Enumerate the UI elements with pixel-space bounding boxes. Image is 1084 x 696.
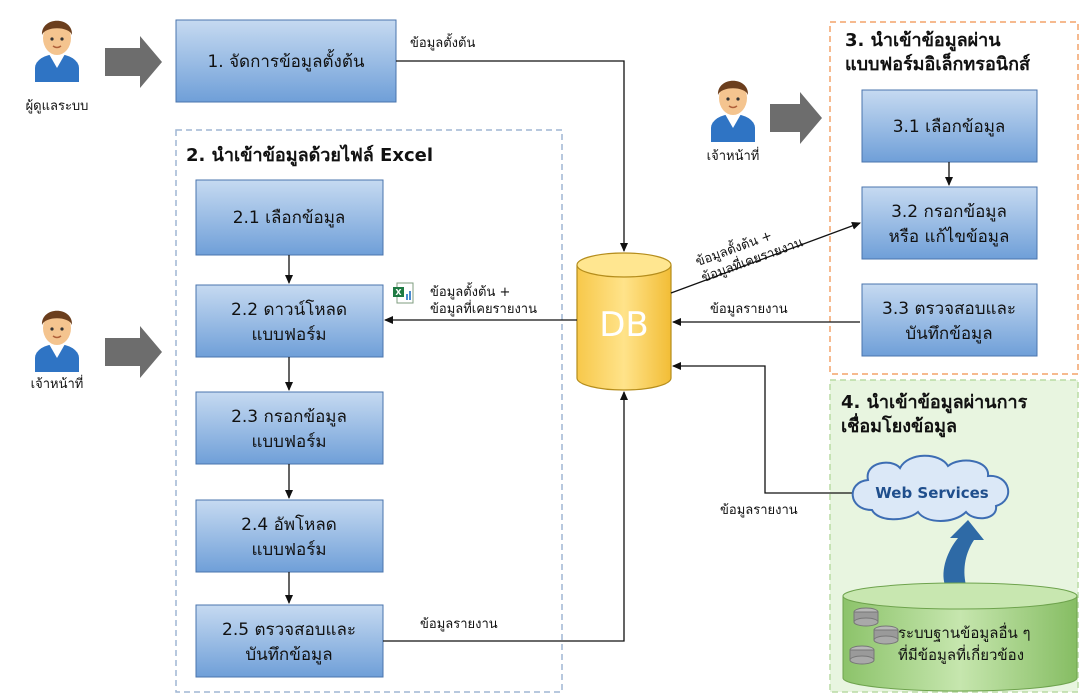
arrow-step2-5-to-db — [383, 391, 628, 642]
other-db-label-line2: ที่มีข้อมูลที่เกี่ยวข้อง — [898, 644, 1024, 664]
staff-excel-person-icon — [34, 310, 80, 373]
section3-title-line2: แบบฟอร์มอิเล็กทรอนิกส์ — [845, 52, 1031, 75]
step2-3-label-line2: แบบฟอร์ม — [251, 432, 326, 452]
staff-excel-arrow-icon — [105, 326, 162, 378]
edge-label-excel-download-line1: ข้อมูลตั้งต้น + — [430, 282, 510, 300]
edge-label-report-ws: ข้อมูลรายงาน — [720, 503, 798, 518]
step2-5-label-line2: บันทึกข้อมูล — [245, 645, 332, 665]
arrow-db-to-step3-2 — [670, 222, 861, 294]
step2-4-label-line1: 2.4 อัพโหลด — [241, 514, 337, 535]
arrow-webservices-to-db — [672, 362, 855, 494]
section3-container — [829, 21, 1079, 375]
step2-1-box — [195, 179, 384, 256]
step2-2-label-line2: แบบฟอร์ม — [251, 325, 326, 345]
step3-3-box — [861, 283, 1038, 357]
staff-form-label: เจ้าหน้าที่ — [707, 147, 760, 164]
step2-4-box — [195, 499, 384, 573]
svg-text:X: X — [395, 288, 402, 297]
step3-2-label-line2: หรือ แก้ไขข้อมูล — [889, 226, 1010, 247]
web-services-label: Web Services — [875, 484, 989, 502]
other-db-label-line1: ระบบฐานข้อมูลอื่น ๆ — [898, 622, 1031, 642]
step3-1-box — [861, 89, 1038, 163]
edge-label-excel-download-line2: ข้อมูลที่เคยรายงาน — [430, 300, 537, 317]
step2-5-label-line1: 2.5 ตรวจสอบและ — [222, 620, 356, 640]
edge-label-initial-data: ข้อมูลตั้งต้น — [410, 33, 475, 51]
section4-title-line2: เชื่อมโยงข้อมูล — [841, 413, 957, 438]
staff-excel-label: เจ้าหน้าที่ — [31, 375, 84, 392]
step2-2-label-line1: 2.2 ดาวน์โหลด — [231, 299, 347, 320]
step2-4-label-line2: แบบฟอร์ม — [251, 540, 326, 560]
cloud-icon — [851, 454, 1010, 522]
server-stack-icon — [849, 607, 899, 665]
step3-3-label-line1: 3.3 ตรวจสอบและ — [882, 299, 1016, 319]
staff-form-person-icon — [710, 80, 756, 143]
step3-3-label-line2: บันทึกข้อมูล — [905, 324, 992, 344]
step2-5-box — [195, 604, 384, 678]
up-arrow-icon — [943, 520, 984, 585]
excel-file-icon: X — [393, 282, 414, 304]
admin-arrow-icon — [105, 36, 162, 88]
step2-3-label-line1: 2.3 กรอกข้อมูล — [231, 407, 347, 427]
section2-container — [175, 129, 563, 693]
db-label: DB — [599, 305, 649, 345]
step3-2-box — [861, 186, 1038, 260]
step3-1-label: 3.1 เลือกข้อมูล — [893, 117, 1006, 137]
step2-1-label: 2.1 เลือกข้อมูล — [233, 208, 346, 228]
database-cylinder-icon — [576, 252, 672, 391]
other-database-cylinder-icon — [842, 582, 1078, 692]
admin-person-icon — [34, 20, 80, 83]
staff-form-arrow-icon — [770, 92, 822, 144]
section4-title-line1: 4. นำเข้าข้อมูลผ่านการ — [841, 392, 1028, 414]
step3-2-label-line1: 3.2 กรอกข้อมูล — [891, 202, 1007, 222]
arrow-step1-to-db — [396, 60, 628, 252]
step2-2-box — [195, 284, 384, 358]
section2-title: 2. นำเข้าข้อมูลด้วยไฟล์ Excel — [186, 144, 433, 167]
step2-3-box — [195, 391, 384, 465]
section3-title-line1: 3. นำเข้าข้อมูลผ่าน — [845, 30, 1001, 52]
admin-label: ผู้ดูแลระบบ — [26, 99, 89, 114]
edge-label-report-excel: ข้อมูลรายงาน — [420, 617, 498, 632]
edge-label-report-form: ข้อมูลรายงาน — [710, 302, 788, 317]
step1-label: 1. จัดการข้อมูลตั้งต้น — [207, 49, 364, 72]
